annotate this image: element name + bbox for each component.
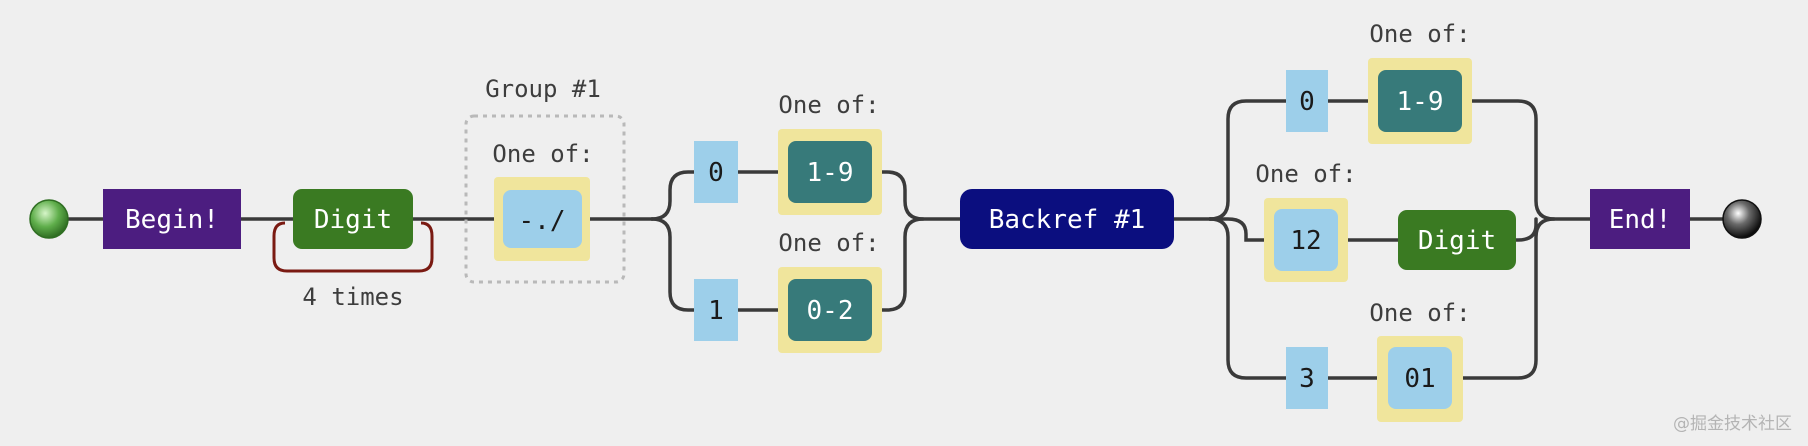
begin-label: Begin! bbox=[125, 205, 219, 235]
day-set-12: 12 bbox=[1290, 226, 1321, 256]
day-digit-label: Digit bbox=[1418, 226, 1496, 256]
group-border bbox=[464, 114, 626, 284]
day-digit-node bbox=[1398, 210, 1516, 270]
end-label: End! bbox=[1609, 205, 1672, 235]
month-oneof-label-1: One of: bbox=[778, 91, 879, 119]
group-label: Group #1 bbox=[485, 75, 601, 103]
day-literal-0 bbox=[1286, 70, 1328, 132]
month-literal-1-text: 1 bbox=[708, 296, 724, 326]
end-node bbox=[1722, 199, 1762, 239]
connector-wires bbox=[64, 99, 1726, 380]
begin-anchor: Begin! bbox=[103, 189, 241, 249]
digit-node bbox=[293, 189, 413, 249]
sep-oneof-label: One of: bbox=[492, 140, 593, 168]
repeat-loop bbox=[272, 221, 434, 273]
day-literal-0-text: 0 bbox=[1299, 87, 1315, 117]
month-literal-1 bbox=[694, 279, 738, 341]
month-range-0-2: 0-2 bbox=[807, 296, 854, 326]
day-oneof-label-3: One of: bbox=[1369, 299, 1470, 327]
month-range-1-9: 1-9 bbox=[807, 158, 854, 188]
day-literal-3 bbox=[1286, 347, 1328, 409]
month-alternation: 0 One of: 1-9 1 One of: 0-2 bbox=[694, 91, 882, 353]
watermark: @掘金技术社区 bbox=[1673, 414, 1792, 434]
day-range-1-9: 1-9 bbox=[1397, 87, 1444, 117]
month-oneof-label-2: One of: bbox=[778, 229, 879, 257]
day-set-01: 01 bbox=[1404, 364, 1435, 394]
day-alternation: 0 One of: 1-9 One of: 12 Digit 3 One of:… bbox=[1255, 20, 1516, 422]
digit-label: Digit bbox=[314, 205, 392, 235]
digit-repeat: Digit 4 times bbox=[272, 189, 434, 311]
month-literal-0-text: 0 bbox=[708, 158, 724, 188]
month-literal-0 bbox=[694, 141, 738, 203]
backref-node: Backref #1 bbox=[960, 189, 1174, 249]
start-node bbox=[29, 199, 69, 239]
day-oneof-label-2: One of: bbox=[1255, 160, 1356, 188]
backref-label: Backref #1 bbox=[989, 205, 1146, 235]
group-1: Group #1 One of: -./ bbox=[464, 75, 626, 284]
end-anchor: End! bbox=[1590, 189, 1690, 249]
day-literal-3-text: 3 bbox=[1299, 364, 1315, 394]
sep-chars: -./ bbox=[519, 206, 566, 236]
day-oneof-label-1: One of: bbox=[1369, 20, 1470, 48]
repeat-label: 4 times bbox=[302, 283, 403, 311]
